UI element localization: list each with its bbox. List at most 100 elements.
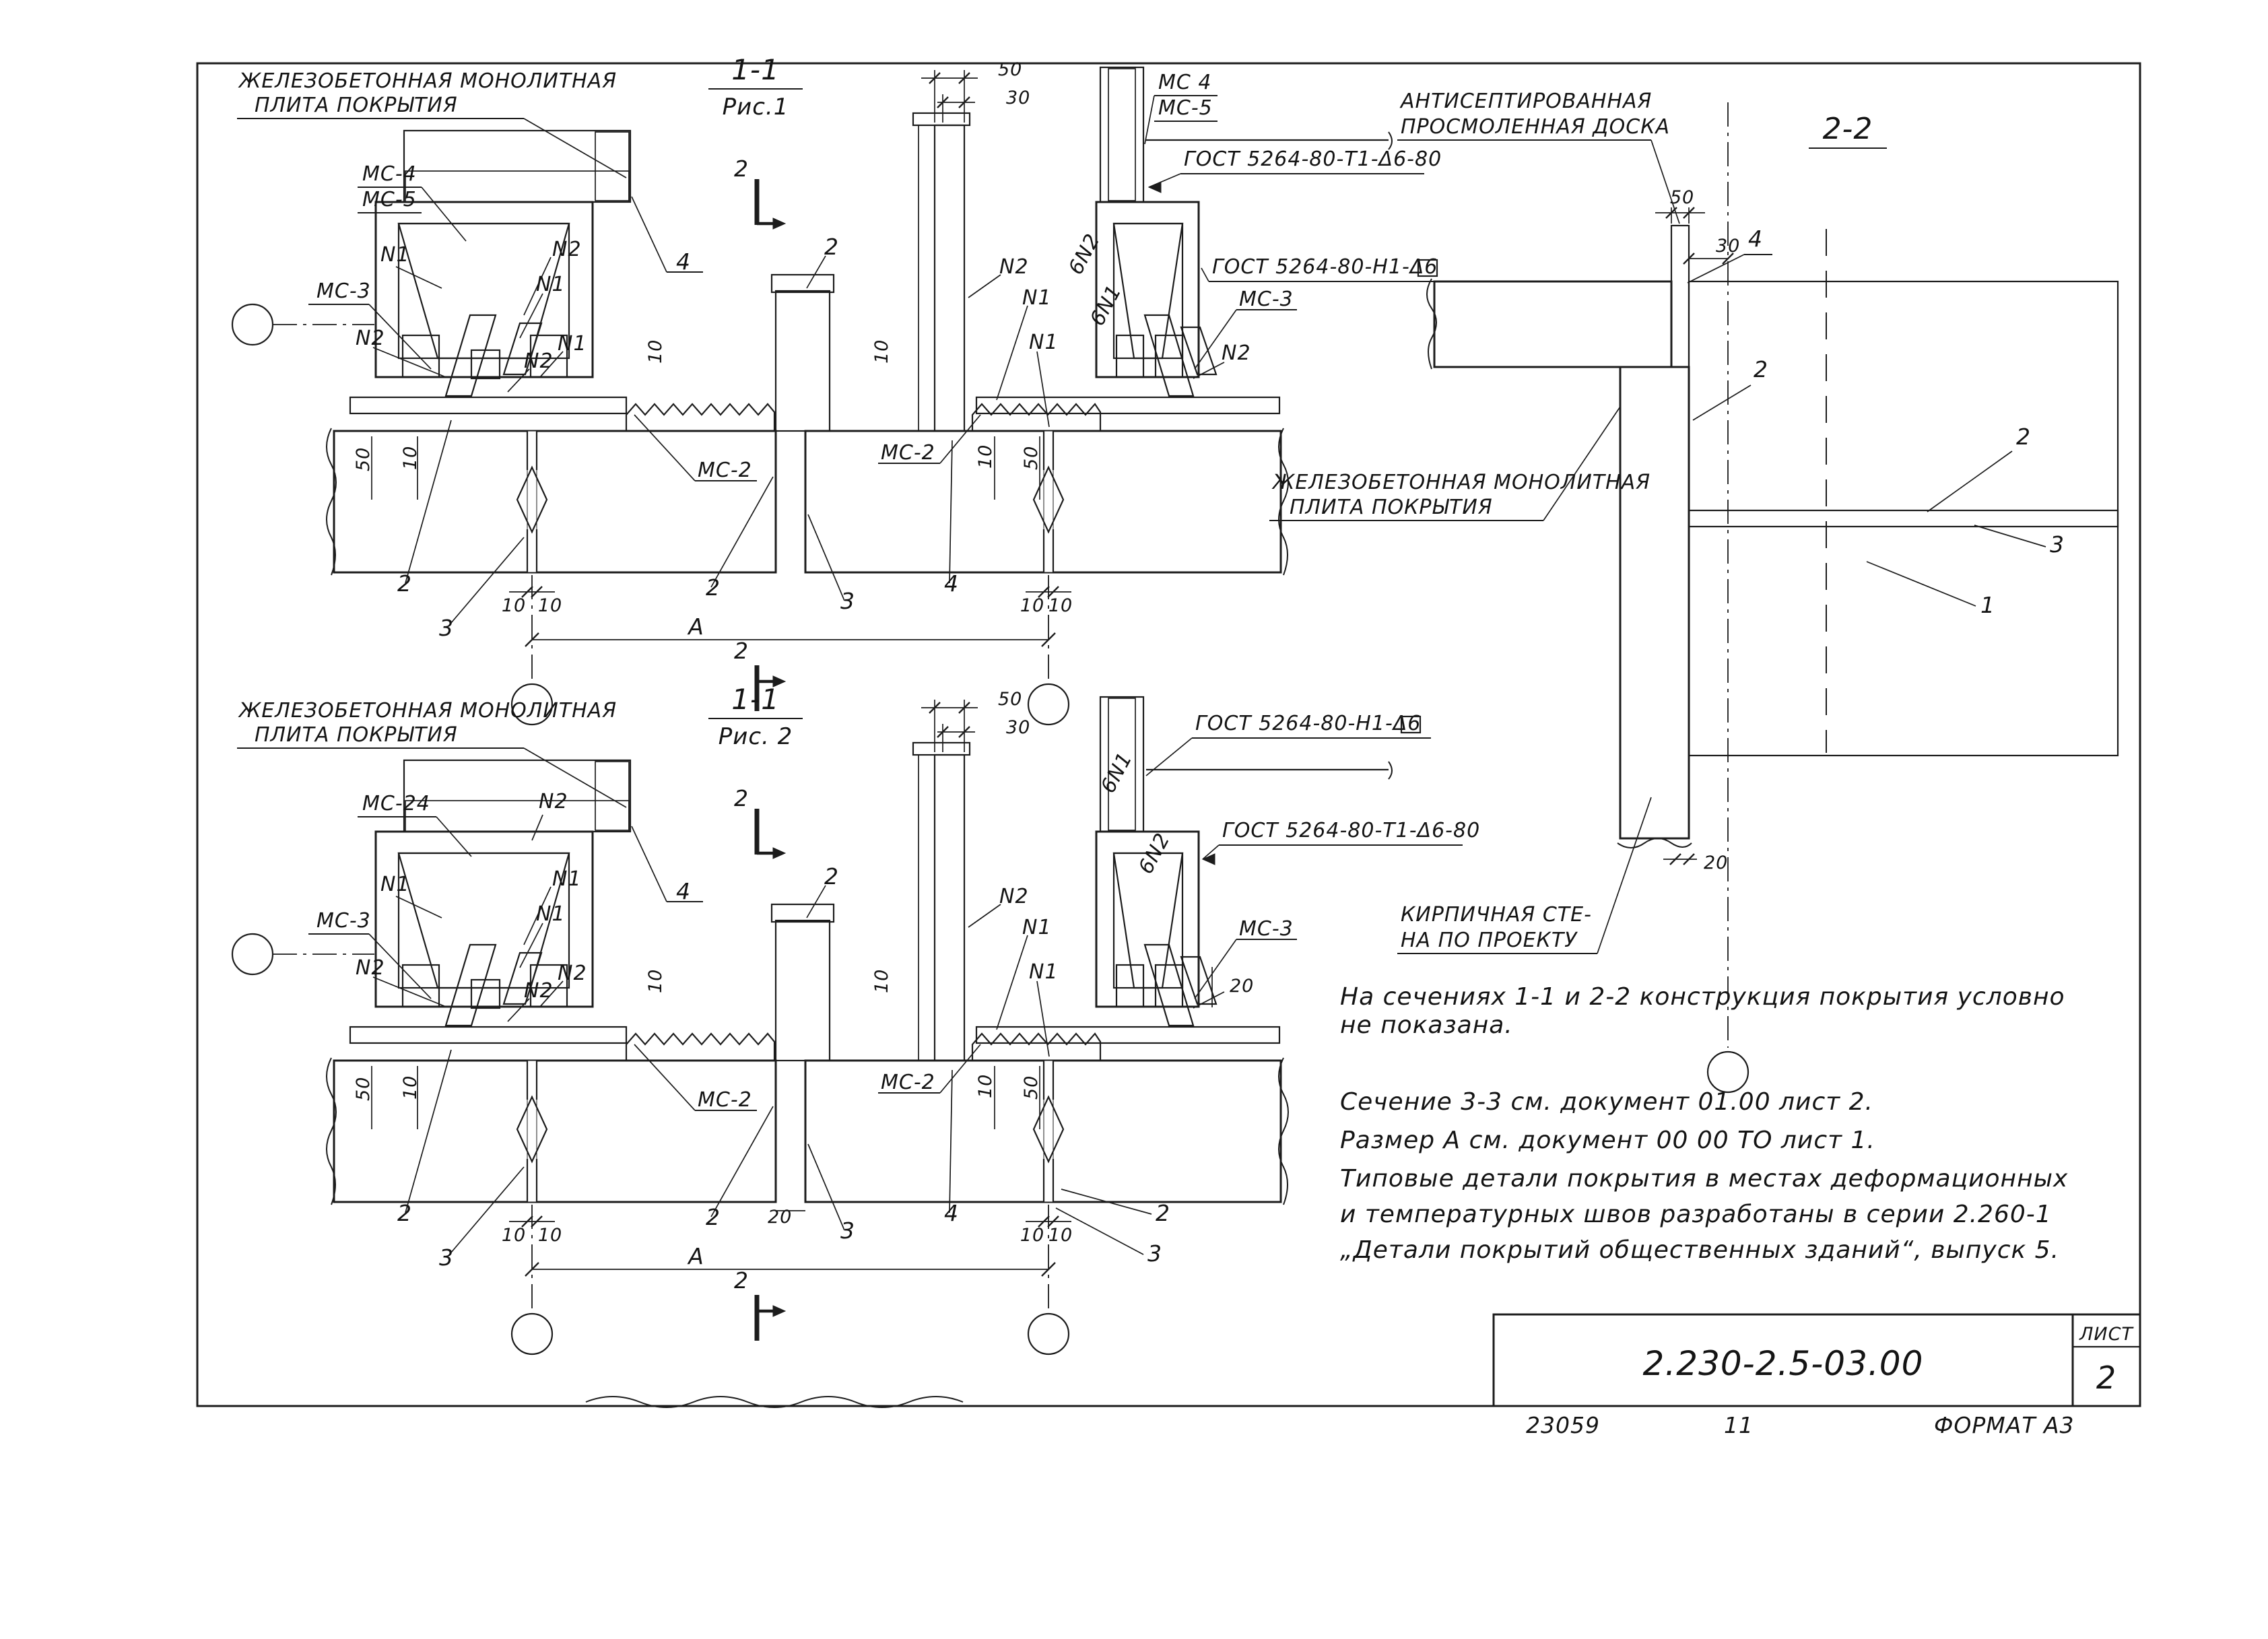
callout-4: 4 <box>944 1200 959 1226</box>
mark-6n1: 6N1 <box>1096 748 1137 797</box>
mark-n2: N2 <box>999 255 1029 279</box>
weld-flag <box>1147 181 1162 193</box>
fig2-annotations: ЖЕЛЕЗОБЕТОННАЯ МОНОЛИТНАЯ ПЛИТА ПОКРЫТИЯ… <box>238 683 1480 1294</box>
footer-format: ФОРМАТ А3 <box>1934 1412 2075 1438</box>
mark-n2: N2 <box>552 238 582 261</box>
dim-50: 50 <box>1021 1075 1042 1100</box>
callout-2: 2 <box>397 570 412 597</box>
slab-label: ПЛИТА ПОКРЫТИЯ <box>255 723 458 747</box>
mark-n1: N1 <box>1022 286 1052 310</box>
dim-A: А <box>687 1243 704 1269</box>
dim-10: 10 <box>1048 1225 1073 1246</box>
dim-30: 30 <box>1006 88 1030 108</box>
figure-caption: Рис.1 <box>723 94 789 121</box>
section-2-2: 50 30 4 2 2 3 1 АНТИСЕПТИРОВАННАЯ ПРОСМО… <box>1269 90 2119 1094</box>
mark-mc4: МС-4 <box>362 162 417 186</box>
callout-2: 2 <box>397 1200 412 1226</box>
callout-4: 4 <box>944 570 959 597</box>
section-mark-2: 2 <box>734 638 749 664</box>
callout-3: 3 <box>1147 1240 1162 1267</box>
mark-n1: N1 <box>536 902 566 926</box>
title-block: 2.230-2.5-03.00 ЛИСТ 2 <box>1492 1313 2141 1407</box>
callout-4: 4 <box>1748 226 1763 252</box>
break-line <box>1617 838 1692 848</box>
figure-title: 2-2 <box>1823 112 1873 146</box>
callout-2: 2 <box>2016 424 2031 450</box>
mark-n2: N2 <box>1222 341 1251 365</box>
paper-crease <box>585 1396 964 1408</box>
dim-30: 30 <box>1006 717 1030 738</box>
figure-title: 1-1 <box>731 53 780 86</box>
dim-50: 50 <box>998 59 1022 80</box>
dim-10: 10 <box>400 446 421 470</box>
callout-4: 4 <box>676 248 691 275</box>
weld-gost-t1: ГОСТ 5264-80-Т1-Δ6-80 <box>1184 147 1442 171</box>
dim-10: 10 <box>645 969 666 993</box>
mark-mc4: МС 4 <box>1158 71 1211 94</box>
weld-gost-t1: ГОСТ 5264-80-Т1-Δ6-80 <box>1222 819 1480 842</box>
slab-2-2 <box>1433 280 1673 368</box>
note-line: „Детали покрытий общественных зданий“, в… <box>1340 1236 2059 1264</box>
section-mark-2: 2 <box>734 1267 749 1294</box>
callout-3: 3 <box>840 1217 855 1244</box>
section-mark-2: 2 <box>734 156 749 182</box>
dim-10: 10 <box>645 339 666 364</box>
board-label: АНТИСЕПТИРОВАННАЯ <box>1399 90 1652 113</box>
dim-50: 50 <box>1670 187 1694 208</box>
sheet-label: ЛИСТ <box>2079 1324 2134 1345</box>
slab-label: ЖЕЛЕЗОБЕТОННАЯ МОНОЛИТНАЯ <box>238 699 617 723</box>
mark-n2: N2 <box>524 349 554 373</box>
slab-label: ПЛИТА ПОКРЫТИЯ <box>255 94 458 117</box>
weld-gost-n1: ГОСТ 5264-80-Н1-Δ6 <box>1195 712 1421 735</box>
dim-10: 10 <box>502 595 526 616</box>
dim-10: 10 <box>502 1225 526 1246</box>
mark-n1: N1 <box>380 243 410 267</box>
callout-3: 3 <box>840 588 855 614</box>
note-line: Типовые детали покрытия в местах деформа… <box>1340 1165 2068 1193</box>
wall-label: КИРПИЧНАЯ СТЕ- <box>1401 903 1592 927</box>
mark-n2: N2 <box>999 885 1029 908</box>
weld-gost-n1: ГОСТ 5264-80-Н1-Δ6 <box>1212 255 1438 279</box>
cover-plate <box>1688 509 2119 528</box>
dim-10: 10 <box>538 595 562 616</box>
note-line: Сечение 3-3 см. документ 01.00 лист 2. <box>1340 1088 1873 1116</box>
dim-30: 30 <box>1716 236 1740 257</box>
mark-6n1: 6N1 <box>1086 281 1127 330</box>
callout-2: 2 <box>824 863 839 890</box>
mark-n1: N1 <box>1022 916 1052 939</box>
note-line: На сечениях 1-1 и 2-2 конструкция покрыт… <box>1340 983 2065 1011</box>
dim-50: 50 <box>353 447 374 471</box>
note-line: не показана. <box>1340 1011 1513 1039</box>
mark-mc2: МС-2 <box>881 441 935 465</box>
mark-mc3: МС-3 <box>316 279 371 303</box>
mark-n1: N1 <box>558 332 587 356</box>
mark-n1: N1 <box>552 867 582 891</box>
dim-20: 20 <box>1704 852 1728 873</box>
dim-50: 50 <box>998 689 1022 710</box>
slab-label: ЖЕЛЕЗОБЕТОННАЯ МОНОЛИТНАЯ <box>238 69 617 93</box>
mark-n2: N2 <box>524 979 554 1003</box>
callout-2: 2 <box>1754 356 1768 382</box>
mark-n2: N2 <box>539 790 568 813</box>
mark-mc2: МС-2 <box>698 1088 752 1112</box>
dim-10: 10 <box>871 339 892 364</box>
figure-title: 1-1 <box>731 683 780 716</box>
dim-50: 50 <box>353 1077 374 1101</box>
dim-50: 50 <box>1021 446 1042 470</box>
dim-10: 10 <box>1020 595 1044 616</box>
callout-3: 3 <box>2050 531 2065 558</box>
fig1-annotations: ЖЕЛЕЗОБЕТОННАЯ МОНОЛИТНАЯ ПЛИТА ПОКРЫТИЯ… <box>238 53 1448 664</box>
note-line: Размер А см. документ 00 00 ТО лист 1. <box>1340 1127 1875 1154</box>
break-line <box>1426 278 1437 370</box>
callout-2: 2 <box>706 1204 721 1230</box>
mark-6n2: 6N2 <box>1064 230 1105 279</box>
dim-A: А <box>687 613 704 640</box>
adjacent-wall-outline <box>1688 280 2119 757</box>
figure-caption: Рис. 2 <box>719 723 793 750</box>
mark-mc24: МС-24 <box>362 792 430 815</box>
sheet-border <box>196 62 2141 1407</box>
mark-mc3: МС-3 <box>316 909 371 933</box>
dim-10: 10 <box>1020 1225 1044 1246</box>
